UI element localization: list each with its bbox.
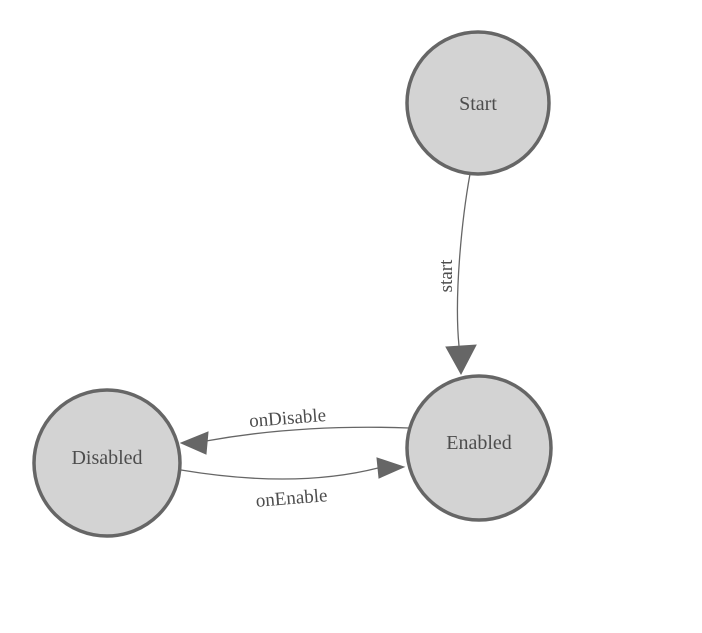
node-disabled-circle[interactable] — [32, 388, 182, 538]
edge-line-start — [456, 173, 471, 347]
edge-label-onenable: onEnable — [255, 485, 328, 512]
node-enabled-label: Enabled — [446, 432, 512, 454]
node-start-label: Start — [459, 93, 497, 115]
node-start-circle[interactable] — [405, 30, 551, 176]
node-enabled-circle[interactable] — [405, 374, 553, 522]
edge-start-to-enabled: start — [436, 173, 477, 376]
edge-label-start: start — [436, 259, 457, 292]
node-enabled[interactable]: Enabled — [405, 374, 553, 522]
edge-line-onenable — [180, 467, 379, 480]
node-disabled[interactable]: Disabled — [32, 388, 182, 538]
node-start[interactable]: Start — [405, 30, 551, 176]
node-disabled-label: Disabled — [71, 447, 142, 469]
arrowhead-right-icon — [376, 457, 406, 479]
edge-line-ondisable — [205, 426, 410, 442]
arrowhead-down-icon — [445, 344, 477, 376]
edge-enabled-to-disabled: onDisable — [179, 405, 410, 455]
arrowhead-left-icon — [179, 431, 209, 455]
edge-disabled-to-enabled: onEnable — [180, 457, 406, 512]
